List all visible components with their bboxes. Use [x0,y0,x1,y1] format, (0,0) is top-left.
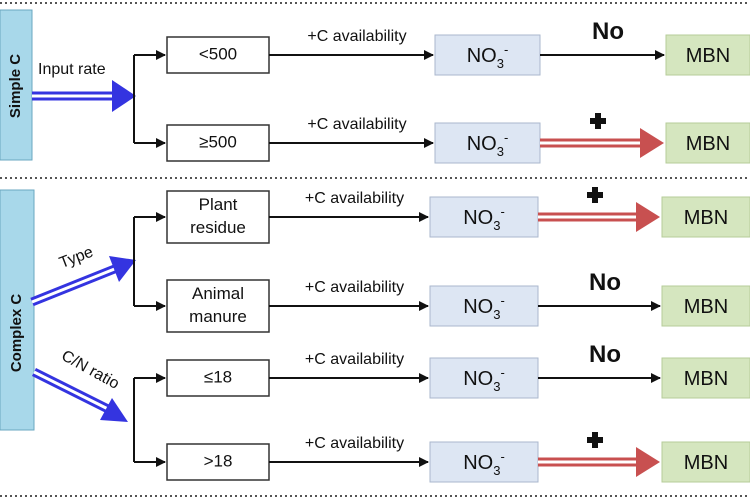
positive-effect-arrow [540,128,664,158]
no3-label: NO3- [467,130,509,159]
no3-box [434,34,541,76]
mbn-label: MBN [686,133,730,155]
condition-box [166,359,270,397]
cn-ratio-arrow [31,367,128,422]
condition-label: manure [189,307,247,326]
no3-label: NO3- [463,365,505,394]
no3-box [429,357,539,399]
condition-box [166,190,270,244]
condition-box [166,443,270,481]
no3-box [429,196,539,238]
mbn-box [661,196,750,238]
no3-label: NO3- [463,293,505,322]
condition-label: <500 [199,44,237,63]
effect-label: No [589,341,621,368]
mbn-label: MBN [684,368,728,390]
effect-label: No [589,269,621,296]
mbn-label: MBN [684,207,728,229]
condition-label: >18 [204,451,233,470]
mbn-box [665,122,750,164]
condition-label: Plant [199,195,238,214]
process-label: +C availability [305,351,404,368]
condition-label: residue [190,218,246,237]
complex-c-label: Complex C [8,294,25,373]
no3-box [429,441,539,483]
condition-label: ≤18 [204,367,232,386]
process-label: +C availability [307,28,406,45]
effect-label: No [592,18,624,45]
process-label: +C availability [307,116,406,133]
condition-label: Animal [192,284,244,303]
input-rate-label: Input rate [38,61,106,78]
condition-box [166,124,270,162]
mbn-box [665,34,750,76]
plus-icon [587,432,603,448]
process-label: +C availability [305,435,404,452]
condition-box [166,36,270,74]
complex-c-box: Complex C [0,189,35,431]
no3-box [434,122,541,164]
positive-effect-arrow [538,202,660,232]
mbn-box [661,441,750,483]
plus-icon [587,187,603,203]
mbn-label: MBN [684,296,728,318]
mbn-box [661,357,750,399]
type-arrow [30,256,136,307]
condition-label: ≥500 [199,132,237,151]
mbn-label: MBN [684,452,728,474]
condition-box [166,279,270,333]
simple-c-label: Simple C [7,54,24,118]
no3-label: NO3- [463,204,505,233]
no3-label: NO3- [463,449,505,478]
input-rate-arrow [32,80,136,112]
mbn-label: MBN [686,45,730,67]
type-label: Type [57,244,96,272]
mbn-box [661,285,750,327]
process-label: +C availability [305,279,404,296]
process-label: +C availability [305,190,404,207]
simple-c-box: Simple C [0,9,33,161]
no3-label: NO3- [467,42,509,71]
plus-icon [590,113,606,129]
positive-effect-arrow [538,447,660,477]
